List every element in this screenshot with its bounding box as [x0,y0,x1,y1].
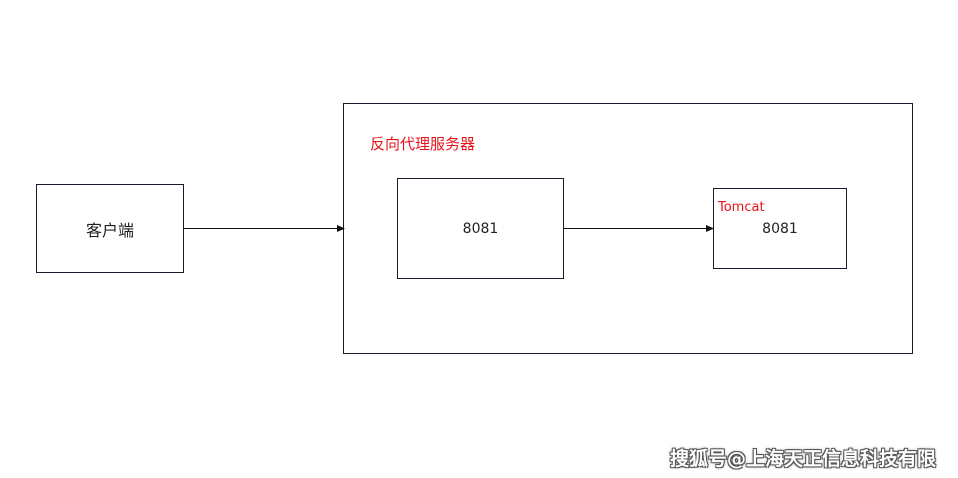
tomcat-label: Tomcat [718,200,765,215]
client-node: 客户端 [36,184,184,273]
proxy-port-node: 8081 [397,178,564,279]
tomcat-port-label: 8081 [713,188,847,269]
tomcat-port-text: 8081 [762,220,798,237]
reverse-proxy-label: 反向代理服务器 [370,135,476,153]
client-label: 客户端 [85,220,134,240]
watermark-text: 搜狐号@上海天正信息科技有限 [669,448,936,470]
proxy-port-label: 8081 [462,220,499,237]
tomcat-node [713,188,847,269]
